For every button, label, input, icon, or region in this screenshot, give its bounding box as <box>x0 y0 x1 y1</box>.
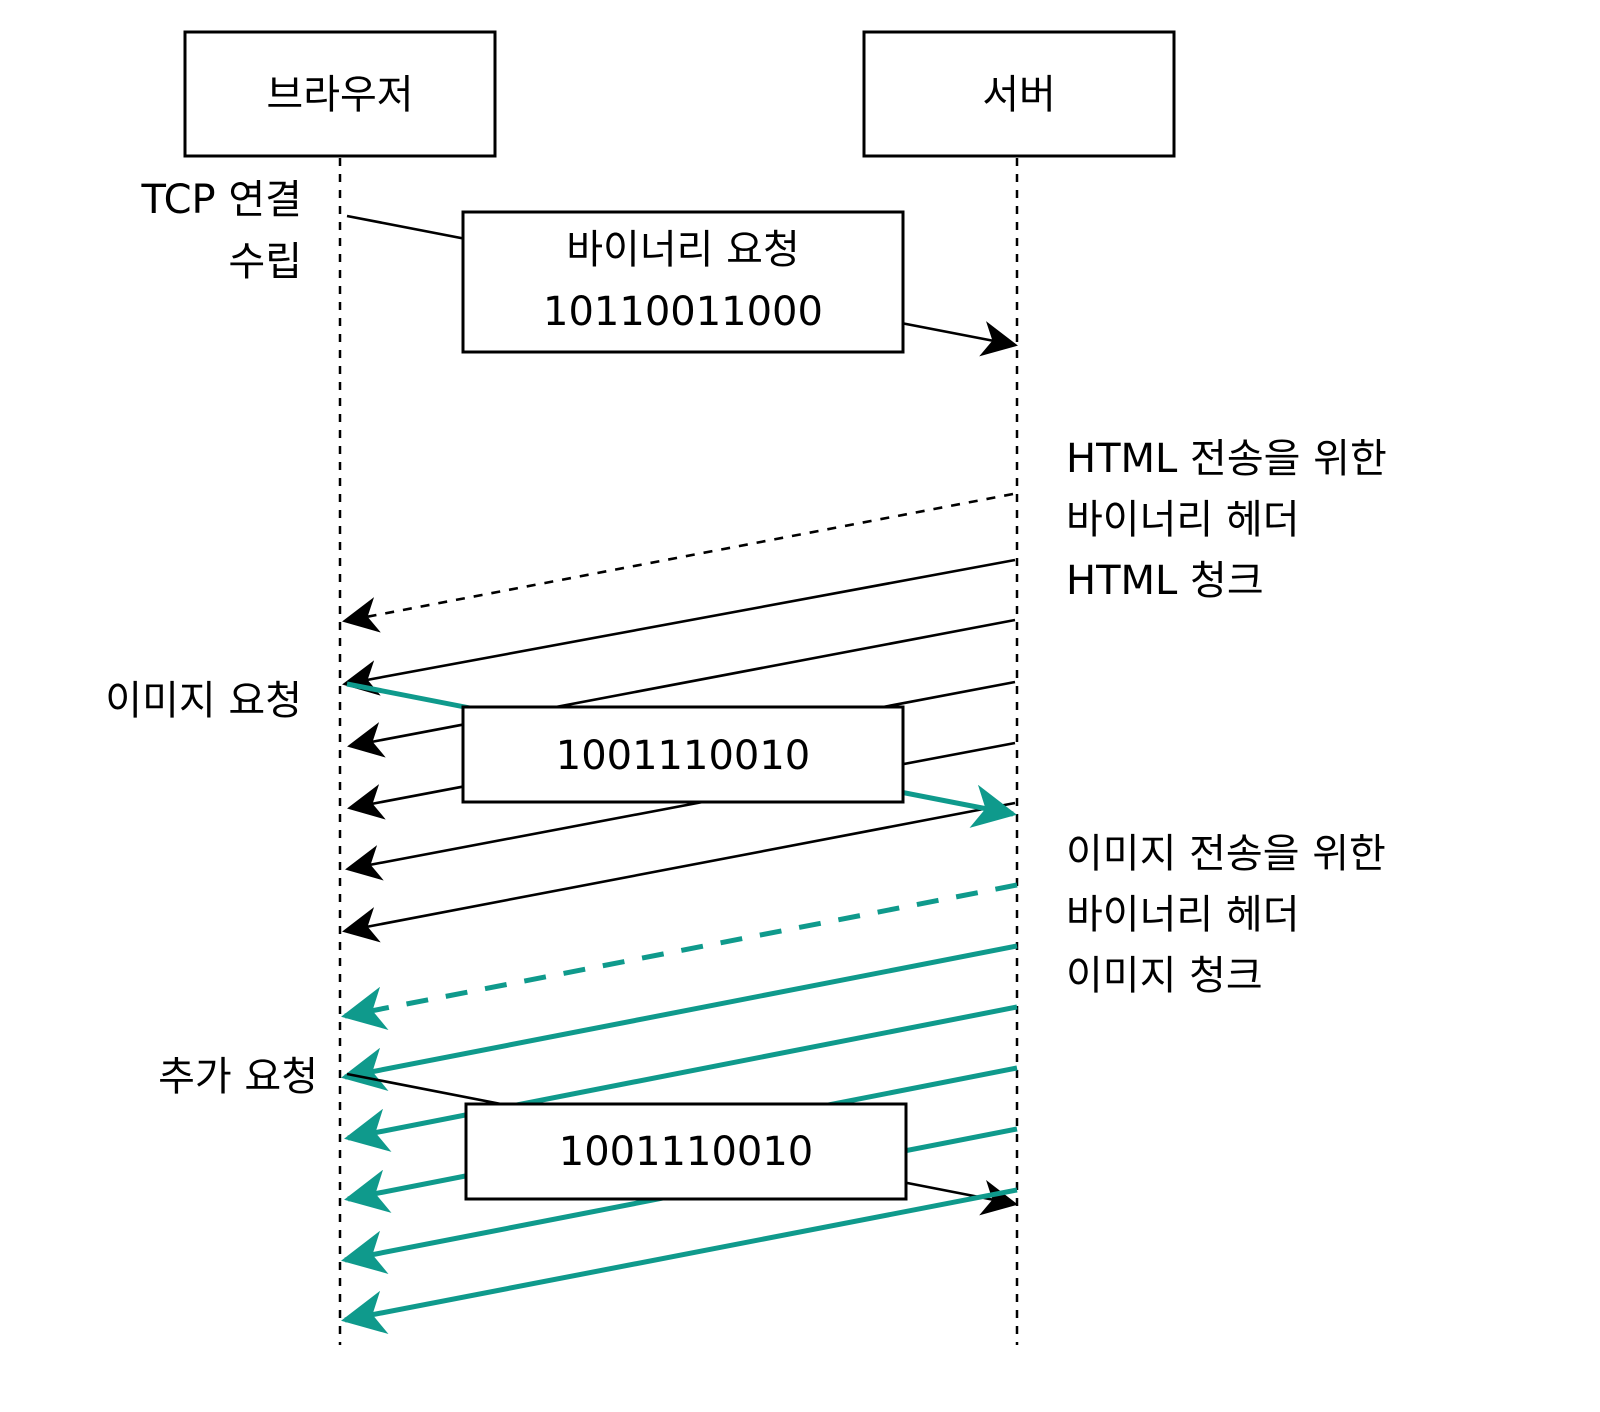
image-transfer-line-1: 이미지 전송을 위한 <box>1066 831 1386 877</box>
image-chunk-arrow-2 <box>344 1004 1018 1152</box>
binary-request-label: 바이너리 요청 <box>566 227 800 273</box>
binary-request-bits: 10110011000 <box>543 289 823 335</box>
extra-request-bits: 1001110010 <box>559 1129 814 1175</box>
html-transfer-line-3: HTML 청크 <box>1066 558 1264 604</box>
image-chunk-arrow-1 <box>341 943 1018 1091</box>
extra-request-box <box>464 1102 908 1201</box>
image-request-bits: 1001110010 <box>556 733 811 779</box>
tcp-note-line-1: TCP 연결 <box>141 177 302 223</box>
tcp-note-line-2: 수립 <box>228 239 302 285</box>
extra-request-note: 추가 요청 <box>158 1054 318 1100</box>
server-box <box>862 30 1176 158</box>
html-header-arrow <box>342 492 1014 633</box>
html-chunk-arrow-5 <box>342 801 1016 943</box>
html-transfer-line-1: HTML 전송을 위한 <box>1066 436 1387 482</box>
image-transfer-line-3: 이미지 청크 <box>1066 953 1263 999</box>
image-transfer-line-2: 바이너리 헤더 <box>1066 892 1300 938</box>
html-chunk-arrow-2 <box>347 618 1016 758</box>
image-chunk-arrow-5 <box>341 1187 1018 1335</box>
html-transfer-line-2: 바이너리 헤더 <box>1066 497 1300 543</box>
browser-box <box>183 30 497 158</box>
binary-request-box <box>461 210 905 354</box>
image-header-arrow <box>341 882 1018 1030</box>
server-label: 서버 <box>982 72 1056 118</box>
browser-label: 브라우저 <box>266 72 413 118</box>
image-request-note: 이미지 요청 <box>105 678 302 724</box>
image-request-box <box>461 705 905 804</box>
html-chunk-arrow-1 <box>342 558 1016 696</box>
